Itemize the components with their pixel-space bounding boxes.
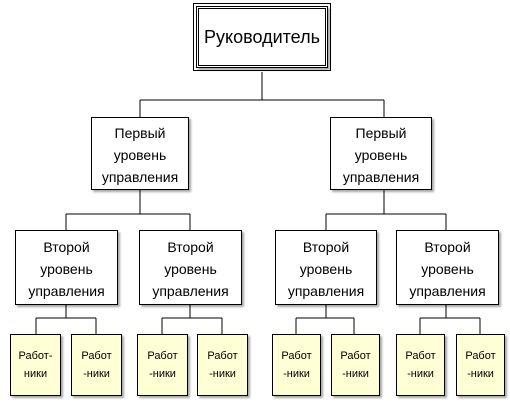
- level1-label: Первый уровень управления: [101, 124, 179, 185]
- worker-label: Работ -ники: [405, 350, 436, 380]
- worker-node-7: Работ -ники: [396, 334, 445, 396]
- worker-label: Работ -ники: [81, 350, 112, 380]
- level1-node-left: Первый уровень управления: [91, 117, 189, 190]
- worker-node-6: Работ -ники: [331, 334, 380, 396]
- level2-label: Второй уровень управления: [152, 238, 229, 299]
- level2-label: Второй уровень управления: [287, 238, 365, 299]
- level2-label: Второй уровень управления: [28, 238, 105, 299]
- level2-node-1: Второй уровень управления: [15, 230, 118, 305]
- worker-label: Работ- ники: [18, 350, 53, 380]
- worker-label: Работ -ники: [465, 350, 496, 380]
- worker-node-3: Работ -ники: [137, 334, 188, 396]
- level1-label: Первый уровень управления: [342, 124, 420, 185]
- worker-node-4: Работ -ники: [197, 334, 248, 396]
- worker-label: Работ -ники: [147, 350, 178, 380]
- worker-label: Работ -ники: [207, 350, 238, 380]
- worker-node-1: Работ- ники: [10, 334, 61, 396]
- worker-node-8: Работ -ники: [456, 334, 505, 396]
- level2-node-3: Второй уровень управления: [275, 230, 377, 305]
- level1-node-right: Первый уровень управления: [330, 117, 432, 190]
- worker-label: Работ -ники: [281, 350, 312, 380]
- worker-label: Работ -ники: [340, 350, 371, 380]
- root-node: Руководитель: [193, 3, 331, 71]
- worker-node-5: Работ -ники: [272, 334, 321, 396]
- root-label: Руководитель: [204, 26, 320, 47]
- level2-node-2: Второй уровень управления: [139, 230, 242, 305]
- worker-node-2: Работ -ники: [71, 334, 122, 396]
- level2-node-4: Второй уровень управления: [396, 230, 499, 305]
- level2-label: Второй уровень управления: [409, 238, 486, 299]
